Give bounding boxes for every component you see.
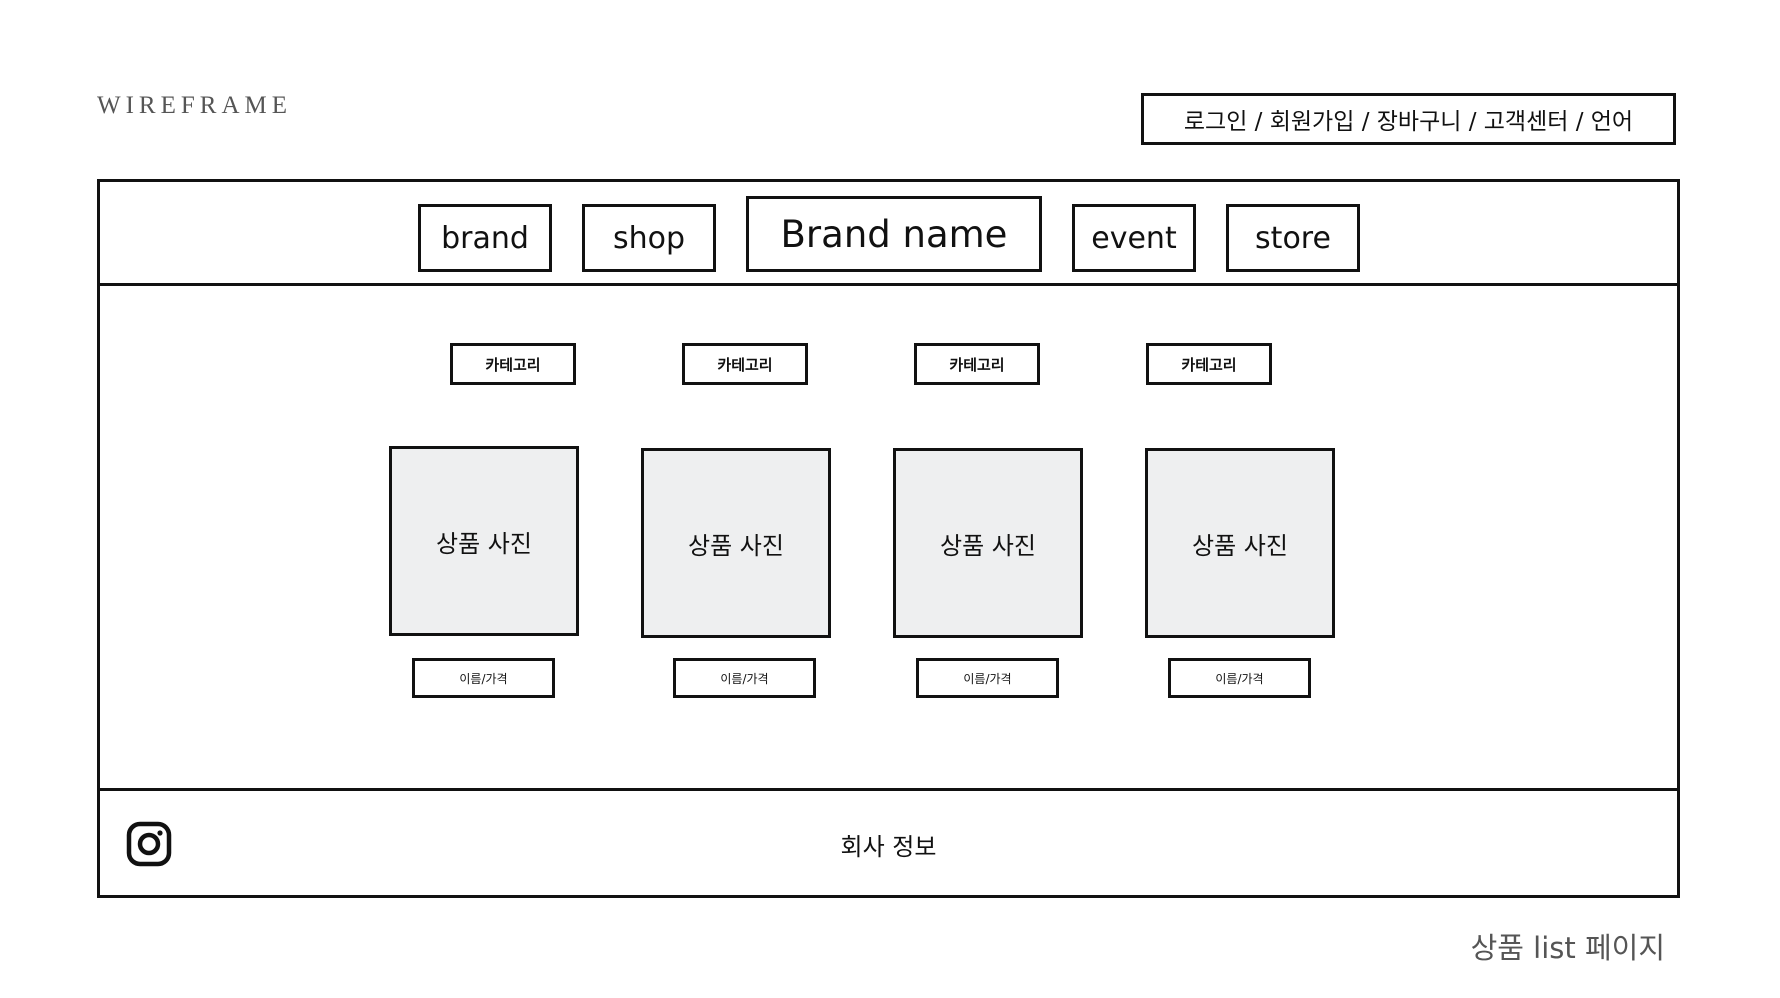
- product-info-4[interactable]: 이름/가격: [1168, 658, 1311, 698]
- site-frame: brand shop Brand name event store 카테고리 카…: [97, 179, 1680, 898]
- brand-name-logo[interactable]: Brand name: [746, 196, 1042, 272]
- company-info: 회사 정보: [840, 833, 937, 861]
- category-button-4[interactable]: 카테고리: [1146, 343, 1272, 385]
- product-photo-1[interactable]: 상품 사진: [389, 446, 579, 636]
- utility-menu[interactable]: 로그인 / 회원가입 / 장바구니 / 고객센터 / 언어: [1141, 93, 1676, 145]
- wireframe-label: WIREFRAME: [97, 92, 292, 119]
- product-photo-2[interactable]: 상품 사진: [641, 448, 831, 638]
- page-caption: 상품 list 페이지: [1470, 931, 1665, 965]
- category-button-3[interactable]: 카테고리: [914, 343, 1040, 385]
- nav-shop-button[interactable]: shop: [582, 204, 716, 272]
- product-photo-4[interactable]: 상품 사진: [1145, 448, 1335, 638]
- category-button-2[interactable]: 카테고리: [682, 343, 808, 385]
- instagram-icon[interactable]: [126, 821, 172, 867]
- product-photo-3[interactable]: 상품 사진: [893, 448, 1083, 638]
- category-button-1[interactable]: 카테고리: [450, 343, 576, 385]
- product-info-2[interactable]: 이름/가격: [673, 658, 816, 698]
- nav-store-button[interactable]: store: [1226, 204, 1360, 272]
- nav-event-button[interactable]: event: [1072, 204, 1196, 272]
- site-header: brand shop Brand name event store: [100, 182, 1677, 286]
- product-info-3[interactable]: 이름/가격: [916, 658, 1059, 698]
- site-footer: 회사 정보: [100, 788, 1677, 895]
- nav-brand-button[interactable]: brand: [418, 204, 552, 272]
- product-info-1[interactable]: 이름/가격: [412, 658, 555, 698]
